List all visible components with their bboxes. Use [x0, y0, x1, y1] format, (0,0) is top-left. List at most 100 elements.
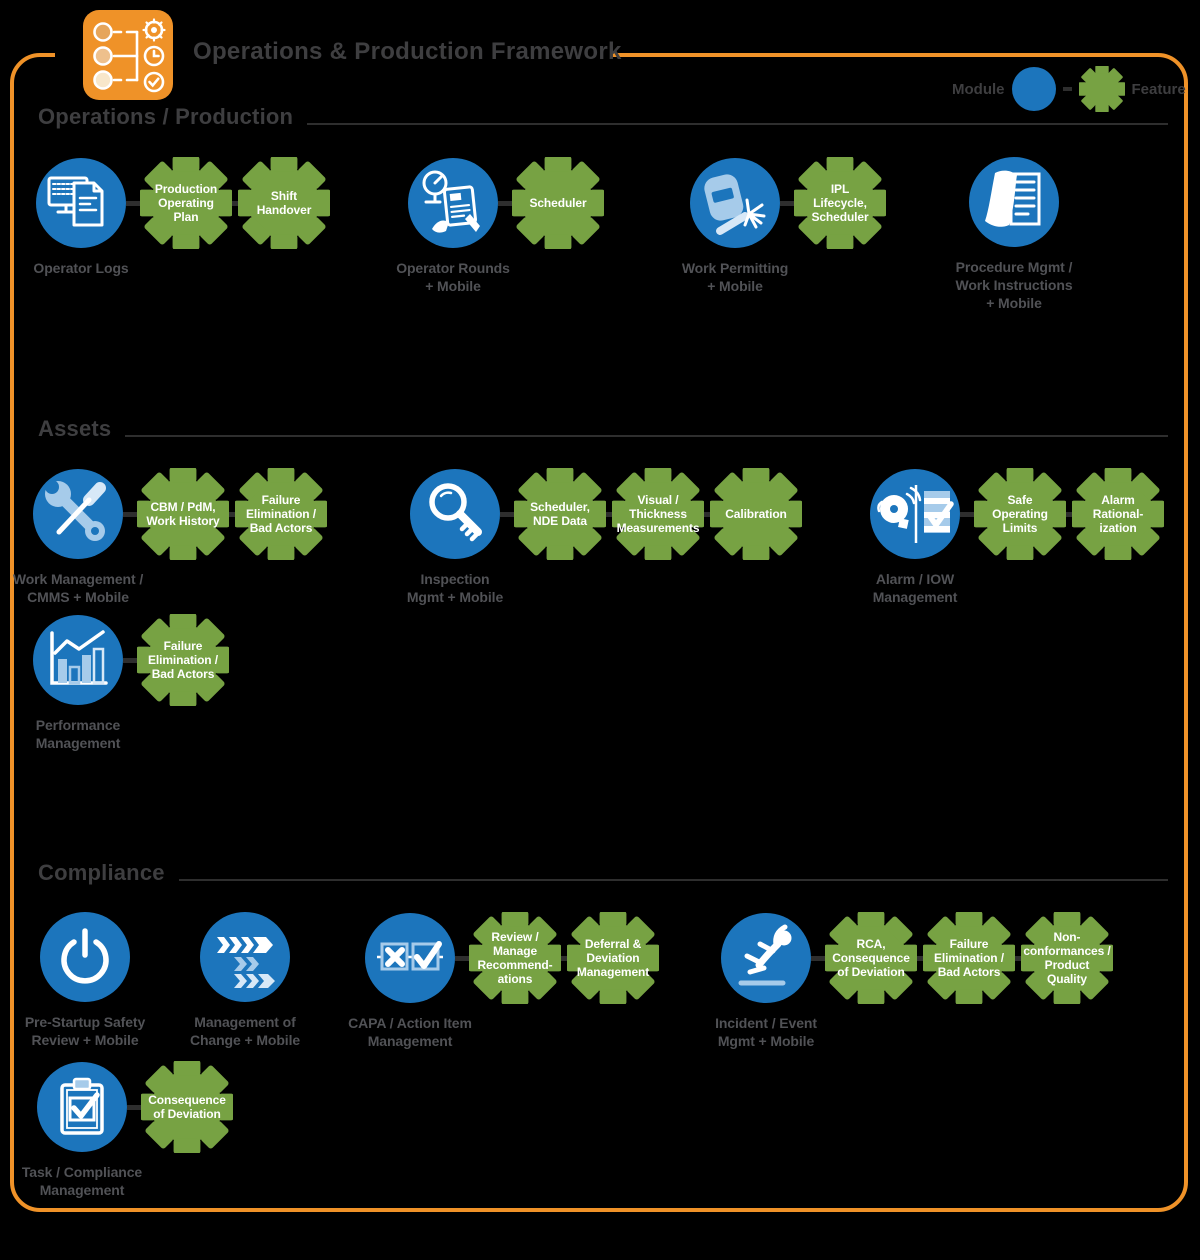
connector-line — [229, 511, 235, 517]
module-circle — [37, 1062, 127, 1152]
feature-gear: Failure Elimination / Bad Actors — [235, 468, 327, 560]
group-operator-logs: Operator Logs Production Operating Plan … — [33, 157, 330, 276]
incident-icon — [738, 924, 792, 986]
connector-line — [960, 511, 974, 517]
feature-gear: Consequence of Deviation — [141, 1061, 233, 1153]
feature-label: Review / Manage Recommend- ations — [477, 929, 553, 987]
group-operator-rounds: Operator Rounds + Mobile Scheduler — [396, 157, 604, 294]
feature-gear: Scheduler, NDE Data — [514, 468, 606, 560]
module-work-permitting: Work Permitting + Mobile — [682, 158, 788, 294]
task-compliance-icon — [60, 1077, 104, 1135]
feature-label: Alarm Rational- ization — [1092, 492, 1144, 536]
legend-connector — [1062, 87, 1072, 91]
module-label: Incident / Event Mgmt + Mobile — [715, 1015, 817, 1049]
group-task-compliance: Task / Compliance Management Consequence… — [22, 1061, 233, 1198]
inspection-icon — [429, 483, 482, 542]
alarm-iow-icon — [877, 485, 954, 543]
module-circle — [36, 158, 126, 248]
feature-gear: Failure Elimination / Bad Actors — [137, 614, 229, 706]
connector-line — [1066, 511, 1072, 517]
module-operator-rounds: Operator Rounds + Mobile — [396, 158, 510, 294]
module-alarm-iow: Alarm / IOW Management — [870, 469, 960, 605]
module-label: Pre-Startup Safety Review + Mobile — [24, 1014, 146, 1048]
feature-label: Failure Elimination / Bad Actors — [245, 492, 317, 536]
section-heading-operations: Operations / Production — [38, 104, 1168, 130]
connector-line — [455, 955, 469, 961]
connector-line — [232, 200, 238, 206]
feature-label: Scheduler — [529, 195, 587, 210]
procedure-mgmt-icon — [985, 170, 1041, 227]
module-circle — [408, 158, 498, 248]
group-management-of-change: Management of Change + Mobile — [190, 912, 300, 1048]
group-work-permitting: Work Permitting + Mobile IPL Lifecycle, … — [682, 157, 886, 294]
module-circle — [969, 157, 1059, 247]
heading-rule — [178, 879, 1168, 881]
group-pre-startup-safety: Pre-Startup Safety Review + Mobile — [25, 912, 145, 1048]
module-work-management: Work Management / CMMS + Mobile — [13, 469, 143, 605]
work-permitting-icon — [704, 174, 766, 235]
capa-icon — [377, 941, 443, 971]
feature-label: Calibration — [725, 506, 787, 521]
module-label: CAPA / Action Item Management — [348, 1015, 472, 1049]
operator-rounds-icon — [422, 170, 480, 233]
feature-label: Deferral & Deviation Management — [576, 936, 650, 980]
operator-logs-icon — [47, 176, 104, 227]
feature-gear: CBM / PdM, Work History — [137, 468, 229, 560]
feature-label: IPL Lifecycle, Scheduler — [811, 181, 869, 225]
group-capa-action-item: CAPA / Action Item Management Review / M… — [348, 912, 659, 1049]
legend: Module Feature — [952, 66, 1186, 112]
feature-label: Shift Handover — [256, 188, 312, 217]
group-work-management: Work Management / CMMS + Mobile CBM / Pd… — [13, 468, 327, 605]
section-title: Compliance — [38, 860, 165, 885]
connector-line — [126, 200, 140, 206]
group-inspection-mgmt: Inspection Mgmt + Mobile Scheduler, NDE … — [407, 468, 802, 605]
section-title: Operations / Production — [38, 104, 294, 129]
heading-rule — [125, 435, 1168, 437]
module-task-compliance: Task / Compliance Management — [22, 1062, 142, 1198]
connector-line — [704, 511, 710, 517]
feature-label: Failure Elimination / Bad Actors — [933, 936, 1005, 980]
feature-gear: Non- conformances / Product Quality — [1021, 912, 1113, 1004]
feature-gear: Shift Handover — [238, 157, 330, 249]
feature-label: Safe Operating Limits — [992, 492, 1048, 536]
module-label: Management of Change + Mobile — [189, 1014, 301, 1048]
section-heading-compliance: Compliance — [38, 860, 1168, 886]
connector-line — [811, 955, 825, 961]
section-title: Assets — [38, 416, 112, 441]
module-operator-logs: Operator Logs — [33, 158, 129, 276]
feature-label: Production Operating Plan — [154, 181, 218, 225]
module-circle — [200, 912, 290, 1002]
page-title: Operations & Production Framework — [193, 38, 622, 65]
framework-logo-icon — [83, 10, 173, 100]
module-label: Task / Compliance Management — [21, 1164, 143, 1198]
group-alarm-iow: Alarm / IOW Management Safe Operating Li… — [870, 468, 1164, 605]
connector-line — [917, 955, 923, 961]
feature-gear: Calibration — [710, 468, 802, 560]
connector-line — [123, 657, 137, 663]
module-label: Operator Logs — [33, 260, 129, 276]
module-circle — [33, 469, 123, 559]
module-pre-startup-safety: Pre-Startup Safety Review + Mobile — [25, 912, 145, 1048]
module-circle — [40, 912, 130, 1002]
connector-line — [127, 1104, 141, 1110]
feature-label: RCA, Consequence of Deviation — [832, 936, 910, 980]
connector-line — [498, 200, 512, 206]
module-capa-action-item: CAPA / Action Item Management — [348, 913, 472, 1049]
module-performance-management: Performance Management — [33, 615, 123, 751]
module-label: Alarm / IOW Management — [872, 571, 958, 605]
group-incident-event: Incident / Event Mgmt + Mobile RCA, Cons… — [715, 912, 1113, 1049]
feature-label: Consequence of Deviation — [148, 1092, 226, 1121]
connector-line — [500, 511, 514, 517]
frame-border-gap — [55, 45, 612, 63]
feature-gear: RCA, Consequence of Deviation — [825, 912, 917, 1004]
feature-label: Failure Elimination / Bad Actors — [147, 638, 219, 682]
feature-gear: Scheduler — [512, 157, 604, 249]
module-circle — [410, 469, 500, 559]
module-inspection-mgmt: Inspection Mgmt + Mobile — [407, 469, 503, 605]
module-label: Operator Rounds + Mobile — [396, 260, 510, 294]
legend-module-circle-icon — [1011, 67, 1056, 111]
feature-label: Scheduler, NDE Data — [530, 499, 590, 528]
performance-icon — [50, 630, 108, 685]
feature-gear: IPL Lifecycle, Scheduler — [794, 157, 886, 249]
